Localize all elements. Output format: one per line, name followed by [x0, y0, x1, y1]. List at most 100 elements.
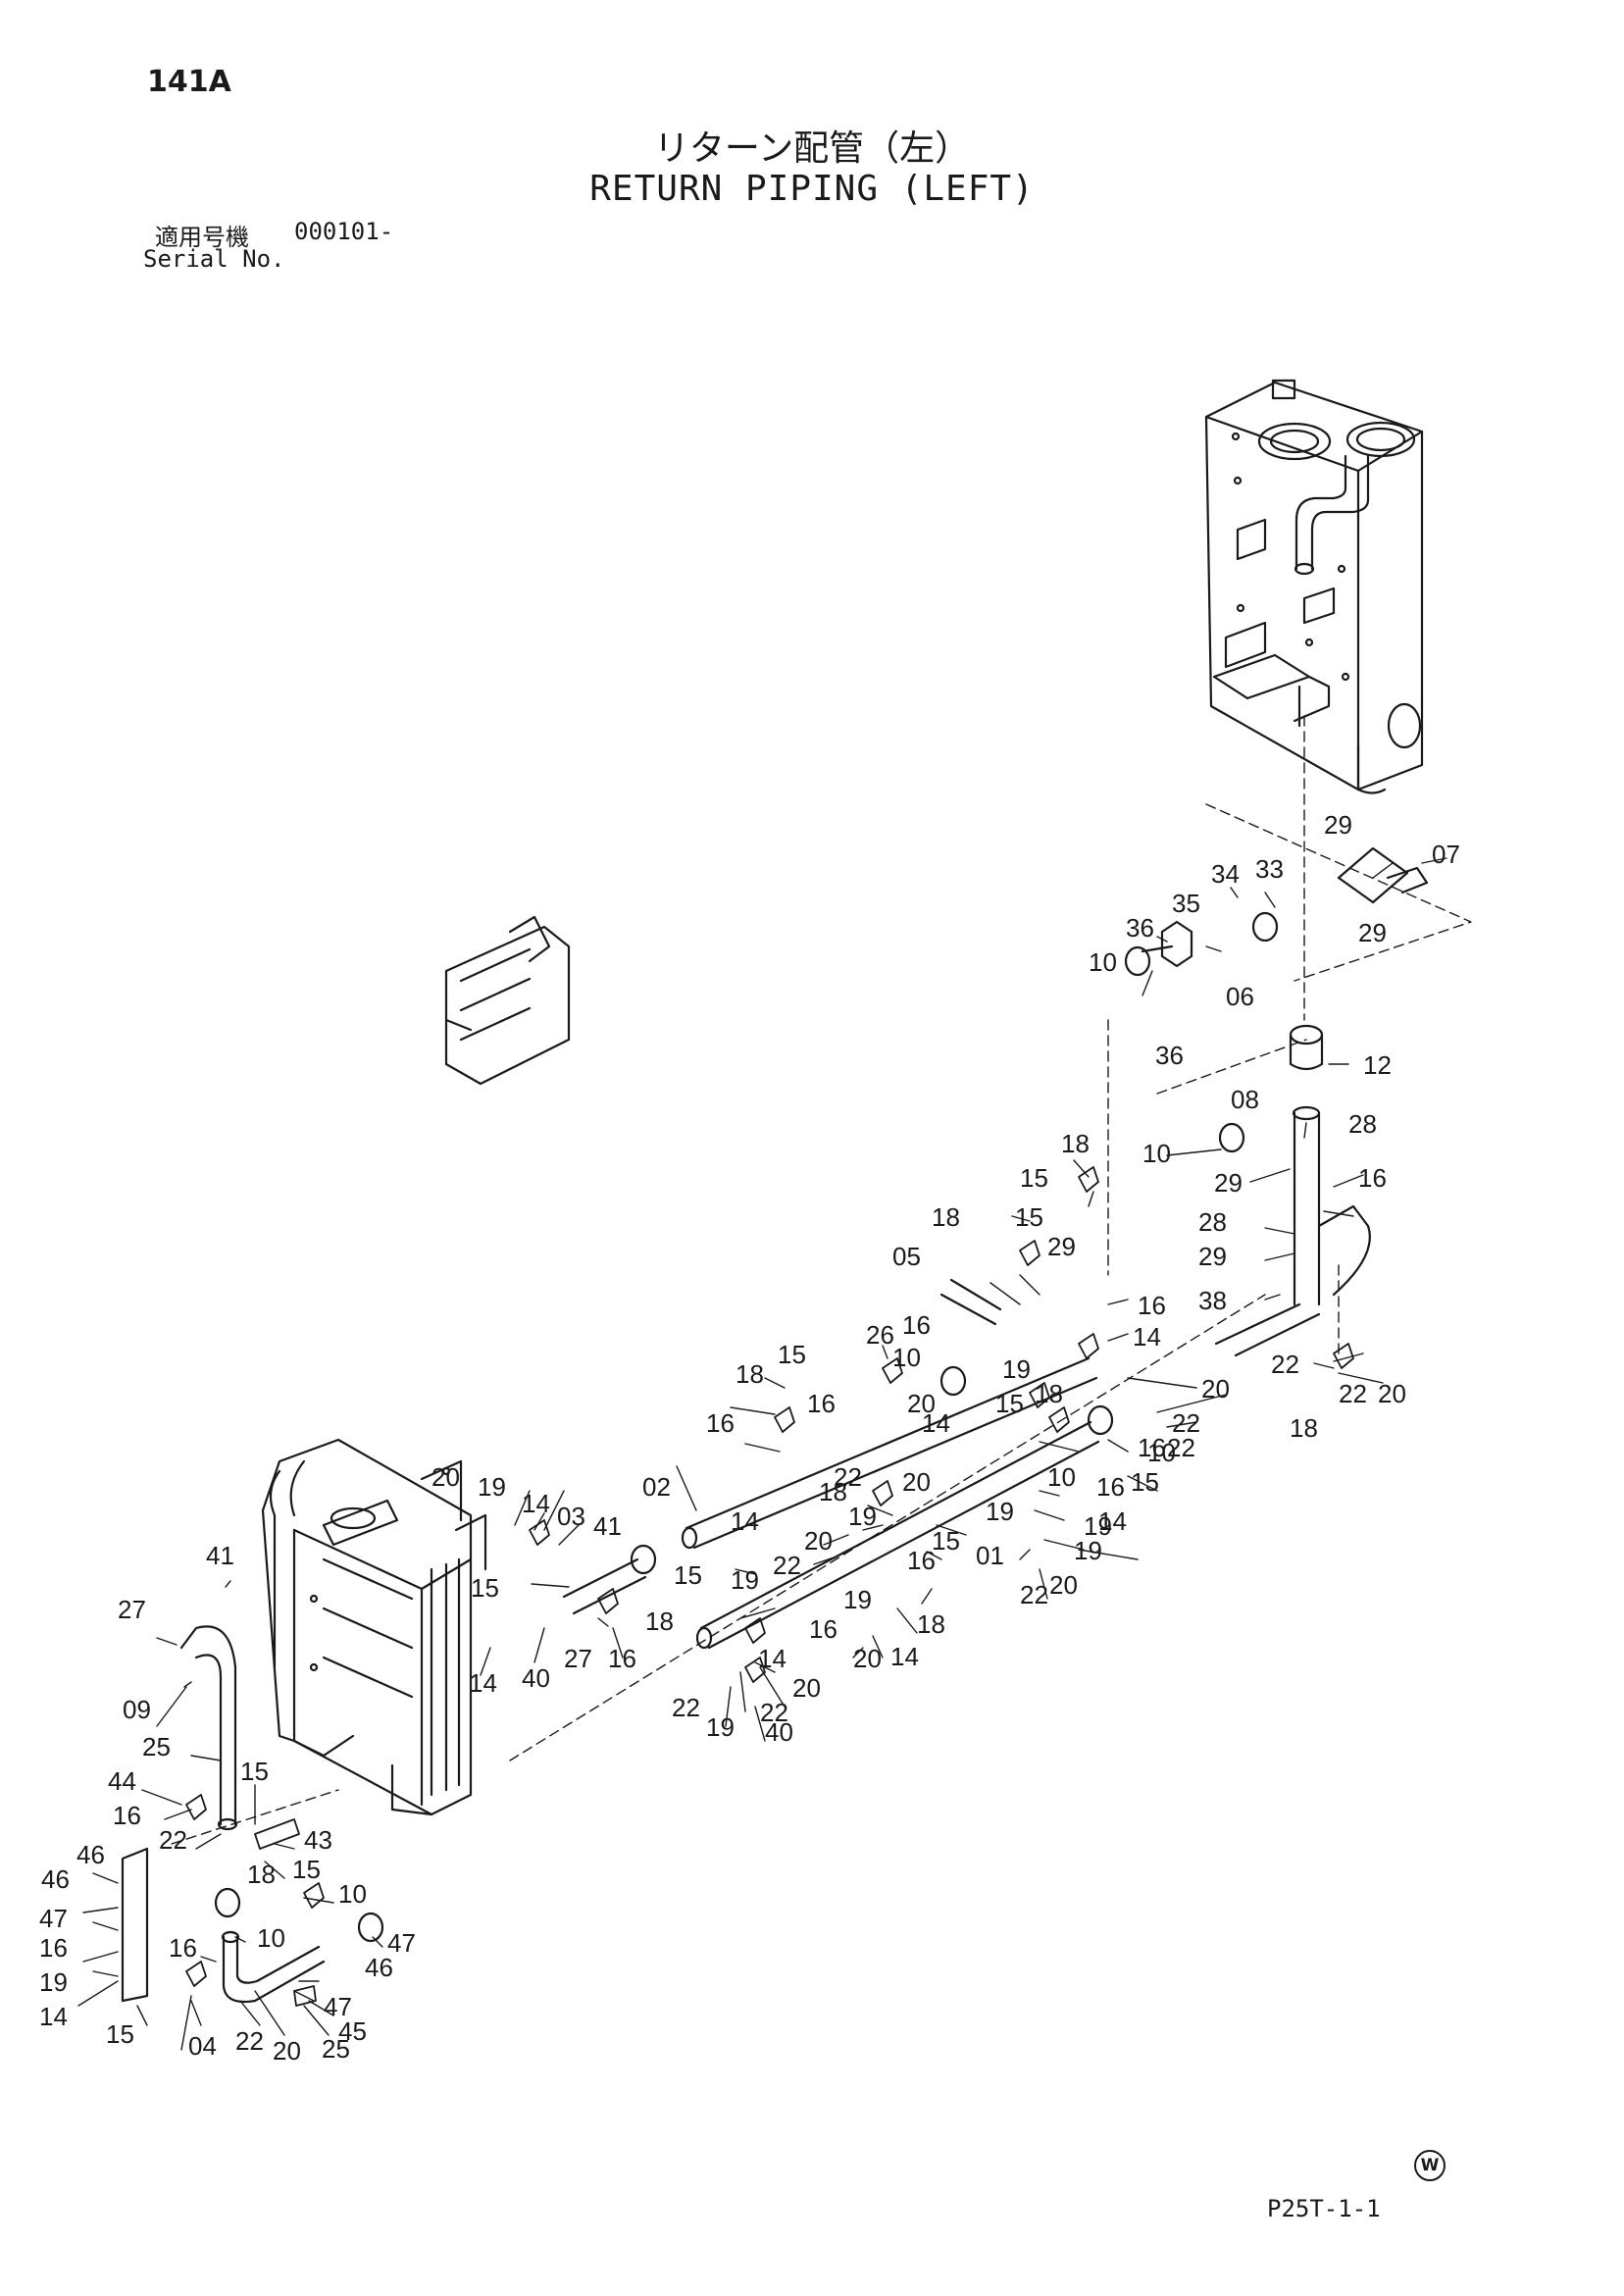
- callout-label: 14: [39, 2002, 68, 2031]
- title-japanese: リターン配管（左）: [653, 128, 971, 169]
- callout-label: 19: [731, 1565, 759, 1595]
- callout-label: 10: [338, 1879, 367, 1909]
- callout-label: 15: [778, 1340, 806, 1369]
- callout-label: 07: [1432, 840, 1460, 869]
- serial-value: 000101-: [294, 218, 394, 245]
- callout-label: 29: [1214, 1168, 1243, 1198]
- callout-label: 22: [1172, 1408, 1200, 1438]
- serial-label-japanese: 適用号機: [155, 224, 249, 251]
- leader-lines: [77, 857, 1447, 2051]
- reference-lines: [171, 715, 1472, 1845]
- page-number: 141A: [147, 65, 231, 99]
- callout-label: 20: [804, 1526, 833, 1556]
- callout-label: 20: [431, 1462, 460, 1492]
- callout-label: 20: [853, 1644, 882, 1673]
- callout-label: 22: [235, 2026, 264, 2056]
- callout-label: 25: [142, 1732, 171, 1761]
- callout-label: 18: [645, 1607, 674, 1636]
- callout-label: 18: [1035, 1379, 1063, 1408]
- callout-label: 19: [478, 1472, 506, 1502]
- callout-label: 16: [1096, 1472, 1125, 1502]
- callout-label: 29: [1324, 810, 1352, 840]
- serial-label-english: Serial No.: [143, 245, 285, 273]
- direction-indicator-icon: [444, 915, 571, 1086]
- callout-label: 10: [257, 1923, 285, 1953]
- callout-label: 06: [1226, 982, 1254, 1011]
- callout-label: 16: [608, 1644, 636, 1673]
- callout-label: 16: [706, 1408, 735, 1438]
- callout-label: 38: [1198, 1286, 1227, 1315]
- callout-label: 10: [892, 1343, 921, 1372]
- callout-label: 18: [1290, 1413, 1318, 1443]
- callout-label: 01: [976, 1541, 1004, 1570]
- callout-label: 33: [1255, 854, 1284, 884]
- callout-label: 27: [564, 1644, 592, 1673]
- callout-label: 16: [1138, 1433, 1166, 1462]
- callout-label: 40: [765, 1717, 793, 1747]
- callout-label: 47: [324, 1992, 352, 2021]
- callout-label: 20: [273, 2036, 301, 2066]
- callout-label: 36: [1126, 913, 1154, 943]
- callout-label: 19: [848, 1502, 877, 1531]
- callout-label: 14: [522, 1489, 550, 1518]
- callout-label: 19: [986, 1497, 1014, 1526]
- callout-label: 10: [1047, 1462, 1076, 1492]
- pipe-06-elbow: [1141, 920, 1193, 968]
- callout-label: 15: [292, 1855, 321, 1884]
- callout-label: 29: [1358, 918, 1387, 947]
- callout-label: 05: [892, 1242, 921, 1271]
- callout-label: 15: [1020, 1163, 1048, 1193]
- title-english: RETURN PIPING (LEFT): [589, 169, 1035, 209]
- callout-label: 46: [41, 1864, 70, 1894]
- hydraulic-tank-drawing: [1204, 379, 1424, 794]
- callout-label: 12: [1363, 1050, 1392, 1080]
- callout-label: 22: [159, 1825, 187, 1855]
- callout-label: 25: [322, 2034, 350, 2064]
- callout-label: 19: [1002, 1354, 1031, 1384]
- callout-label: 28: [1198, 1207, 1227, 1237]
- callout-label: 34: [1211, 859, 1240, 889]
- callout-label: 20: [1201, 1374, 1230, 1403]
- callout-label: 43: [304, 1825, 332, 1855]
- callout-label: 22: [1339, 1379, 1367, 1408]
- callout-label: 47: [387, 1928, 416, 1958]
- callout-label: 20: [902, 1467, 931, 1497]
- callout-label: 22: [773, 1551, 801, 1580]
- callout-label: 46: [365, 1953, 393, 1982]
- callout-label: 14: [731, 1506, 759, 1536]
- callout-label: 15: [932, 1526, 960, 1556]
- pipe-clamps: [185, 1166, 1354, 2007]
- callout-label: 22: [760, 1698, 788, 1727]
- callout-label: 40: [522, 1663, 550, 1693]
- callout-label: 19: [1074, 1536, 1102, 1565]
- callout-label: 15: [240, 1757, 269, 1786]
- callout-label: 36: [1155, 1041, 1184, 1070]
- callout-label: 16: [902, 1310, 931, 1340]
- callout-label: 14: [922, 1408, 950, 1438]
- callout-label: 18: [1061, 1129, 1090, 1158]
- callout-label: 16: [807, 1389, 836, 1418]
- pipe-05: [939, 1278, 1002, 1326]
- callout-label: 14: [890, 1642, 919, 1671]
- callout-label: 04: [188, 2031, 217, 2061]
- callout-label: 35: [1172, 889, 1200, 918]
- w-mark-icon: W: [1414, 2150, 1446, 2181]
- callout-label: 03: [557, 1502, 585, 1531]
- callout-label: 29: [1198, 1242, 1227, 1271]
- callout-label: 18: [736, 1359, 764, 1389]
- callout-label: 15: [995, 1389, 1024, 1418]
- callout-label: 20: [1049, 1570, 1078, 1600]
- callout-label: 22: [672, 1693, 700, 1722]
- callout-label: 19: [39, 1967, 68, 1997]
- pipe-02: [681, 1356, 1098, 1550]
- callout-label: 20: [1378, 1379, 1406, 1408]
- callout-label: 41: [593, 1511, 622, 1541]
- callout-label: 15: [471, 1573, 499, 1603]
- callout-label: 16: [1358, 1163, 1387, 1193]
- callout-label: 14: [1133, 1322, 1161, 1352]
- pipe-09: [179, 1625, 238, 1831]
- callout-label: 29: [1047, 1232, 1076, 1261]
- hose-12: [1289, 1024, 1324, 1071]
- callout-label: 16: [169, 1933, 197, 1963]
